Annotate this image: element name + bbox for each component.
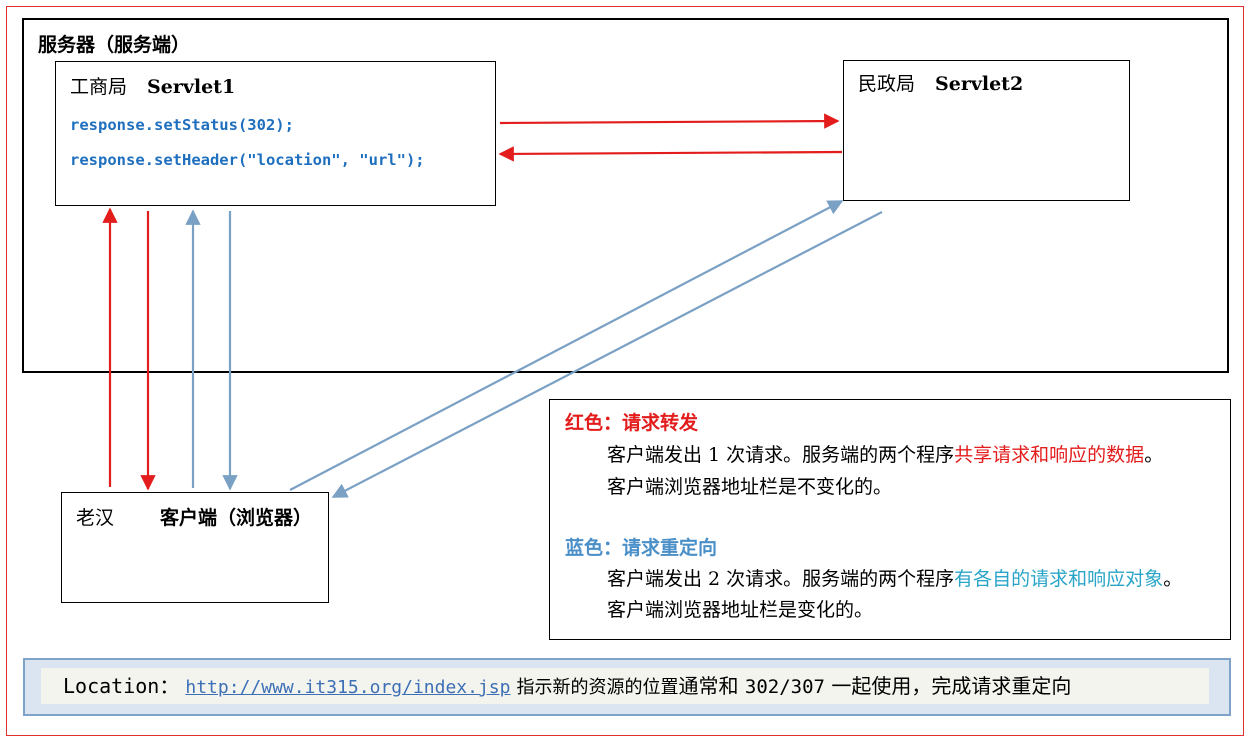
servlet2-name: 民政局	[858, 73, 916, 95]
redirect-arrow-client-to-servlet2	[289, 200, 844, 491]
location-url-link[interactable]: http://www.it315.org/index.jsp	[185, 677, 511, 698]
client-name: 老汉	[76, 507, 115, 529]
outer-frame	[6, 6, 1244, 736]
code-set-header: response.setHeader("location", "url");	[70, 151, 425, 169]
location-note-text: Location： http://www.it315.org/index.jsp…	[63, 675, 1071, 699]
legend-redirect-line1-end: 。	[1163, 568, 1183, 590]
legend-forward-heading: 红色：请求转发	[565, 412, 699, 434]
forward-arrow-servlet2-to-servlet1	[498, 146, 843, 162]
code-set-status: response.setStatus(302);	[70, 116, 294, 134]
legend-forward-line1-end: 。	[1144, 444, 1164, 466]
location-note-bar: Location： http://www.it315.org/index.jsp…	[23, 658, 1231, 716]
servlet1-servlet: Servlet1	[147, 76, 236, 98]
legend-forward-highlight: 共享请求和响应的数据	[954, 444, 1145, 466]
legend-redirect-highlight: 有各自的请求和响应对象	[954, 568, 1164, 590]
legend-redirect-line2: 客户端浏览器地址栏是变化的。	[607, 599, 874, 621]
servlet1-title: 工商局 Servlet1	[70, 76, 235, 98]
location-desc-1: 指示新的资源的位置	[516, 677, 679, 698]
legend-box: 红色：请求转发 客户端发出 1 次请求。服务端的两个程序共享请求和响应的数据。 …	[549, 399, 1231, 640]
servlet2-servlet: Servlet2	[935, 73, 1024, 95]
location-desc-2: 通常和	[678, 674, 745, 698]
forward-arrow-servlet1-to-servlet2	[499, 113, 840, 129]
servlet1-name: 工商局	[70, 76, 128, 98]
redirect-arrow-servlet2-to-client	[331, 211, 883, 498]
legend-forward-line1-text: 客户端发出 1 次请求。服务端的两个程序	[607, 444, 955, 466]
servlet2-title: 民政局 Servlet2	[858, 73, 1023, 95]
legend-redirect-heading: 蓝色：请求重定向	[565, 537, 718, 559]
client-label: 客户端（浏览器）	[160, 507, 313, 529]
server-title: 服务器（服务端）	[38, 34, 191, 56]
location-desc-3: 一起使用，完成请求重定向	[824, 674, 1072, 698]
legend-forward-line1: 客户端发出 1 次请求。服务端的两个程序共享请求和响应的数据。	[607, 444, 1163, 466]
client-box: 老汉 客户端（浏览器）	[61, 492, 329, 603]
legend-redirect-line1-text: 客户端发出 2 次请求。服务端的两个程序	[607, 568, 955, 590]
location-label: Location：	[63, 674, 180, 698]
location-note: Location： http://www.it315.org/index.jsp…	[41, 668, 1209, 704]
legend-forward-line2: 客户端浏览器地址栏是不变化的。	[607, 476, 893, 498]
server-container: 服务器（服务端）	[22, 18, 1229, 373]
servlet2-box: 民政局 Servlet2	[843, 60, 1130, 201]
servlet1-box: 工商局 Servlet1 response.setStatus(302); res…	[55, 61, 496, 206]
location-status-codes: 302/307	[744, 676, 825, 698]
legend-redirect-line1: 客户端发出 2 次请求。服务端的两个程序有各自的请求和响应对象。	[607, 568, 1182, 590]
